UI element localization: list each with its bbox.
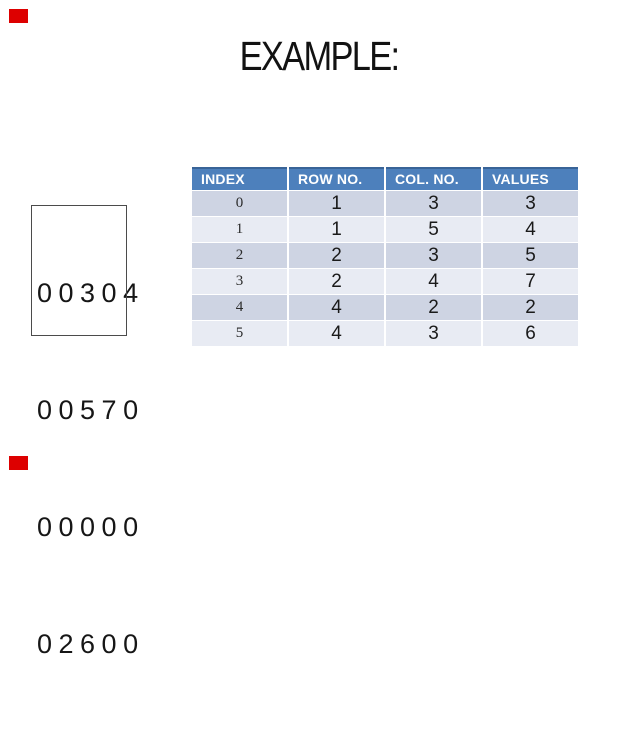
table-index-cell: 1 [192, 217, 287, 242]
table-cell: 4 [289, 295, 384, 320]
table-header-cell: VALUES [483, 167, 578, 190]
matrix-row: 0 2 6 0 0 [37, 629, 138, 659]
table-cell: 2 [483, 295, 578, 320]
table-cell: 3 [386, 191, 481, 216]
table-header-cell: COL. NO. [386, 167, 481, 190]
red-marker-bottom-left [9, 456, 28, 470]
table-index-cell: 3 [192, 269, 287, 294]
table-cell: 1 [289, 191, 384, 216]
table-cell: 2 [386, 295, 481, 320]
table-cell: 7 [483, 269, 578, 294]
table-index-cell: 4 [192, 295, 287, 320]
table-cell: 2 [289, 243, 384, 268]
table-index-cell: 2 [192, 243, 287, 268]
table-cell: 2 [289, 269, 384, 294]
sparse-matrix: 0 0 3 0 4 0 0 5 7 0 0 0 0 0 0 0 2 6 0 0 [37, 196, 138, 742]
matrix-row: 0 0 5 7 0 [37, 395, 138, 425]
slide-title: EXAMPLE: [239, 33, 401, 79]
table-header-cell: INDEX [192, 167, 287, 190]
table-cell: 4 [483, 217, 578, 242]
table-cell: 1 [289, 217, 384, 242]
table-cell: 5 [483, 243, 578, 268]
table-index-cell: 5 [192, 321, 287, 346]
table-header-cell: ROW NO. [289, 167, 384, 190]
red-marker-top-left [9, 9, 28, 23]
table-cell: 6 [483, 321, 578, 346]
table-cell: 3 [386, 321, 481, 346]
table-cell: 3 [386, 243, 481, 268]
matrix-row: 0 0 0 0 0 [37, 512, 138, 542]
table-cell: 5 [386, 217, 481, 242]
table-cell: 4 [289, 321, 384, 346]
table-index-cell: 0 [192, 191, 287, 216]
table-cell: 3 [483, 191, 578, 216]
matrix-row: 0 0 3 0 4 [37, 278, 138, 308]
slide: EXAMPLE: 0 0 3 0 4 0 0 5 7 0 0 0 0 0 0 0… [9, 9, 578, 659]
table-cell: 4 [386, 269, 481, 294]
